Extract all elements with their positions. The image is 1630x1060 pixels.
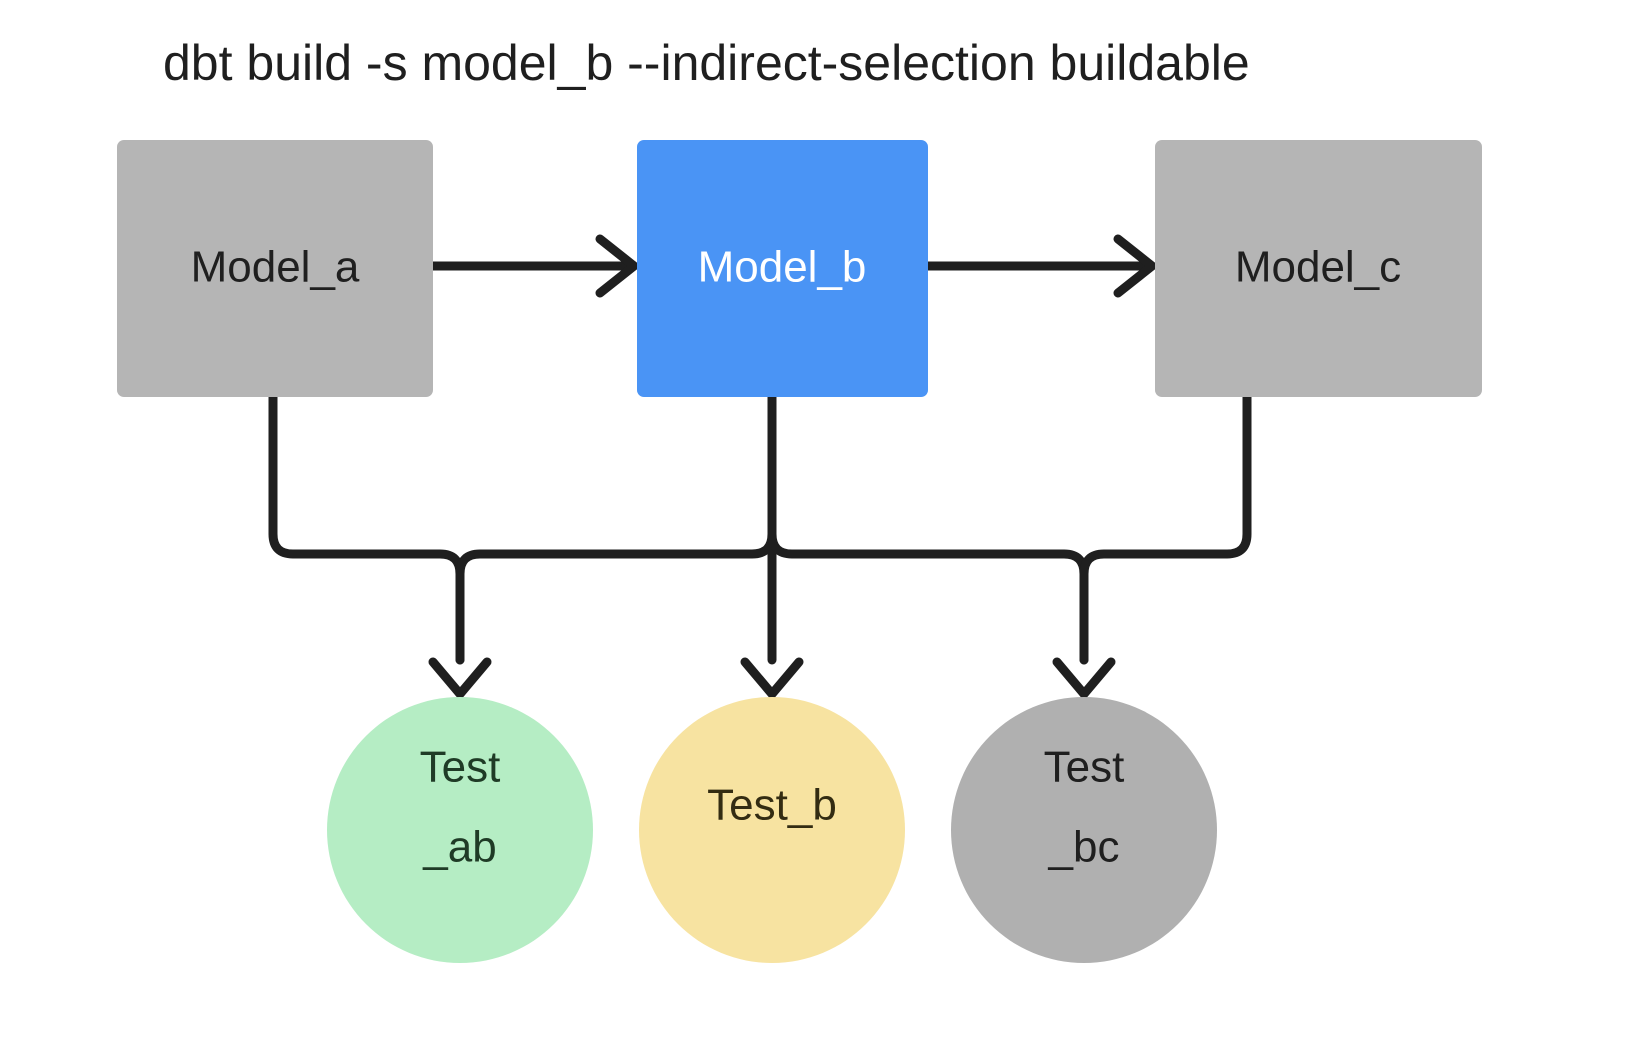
test-ab-label-line1: Test <box>420 743 501 792</box>
node-model-c[interactable]: Model_c <box>1155 140 1482 397</box>
edge-model-b-to-test-ab <box>455 392 777 665</box>
test-ab-circle[interactable] <box>327 697 593 963</box>
test-bc-label-line2: _bc <box>1048 823 1120 872</box>
diagram-title: dbt build -s model_b --indirect-selectio… <box>163 35 1250 91</box>
edge-model-c-to-test-bc <box>1052 392 1252 699</box>
node-test-ab[interactable]: Test _ab <box>327 697 593 963</box>
model-b-label: Model_b <box>698 243 867 292</box>
edge-model-b-to-model-c <box>923 234 1157 298</box>
model-b-box[interactable] <box>637 140 928 397</box>
test-b-label-line1: Test_b <box>707 781 837 830</box>
node-test-b[interactable]: Test_b <box>639 697 905 963</box>
edge-model-b-to-test-bc <box>767 392 1089 665</box>
test-bc-circle[interactable] <box>951 697 1217 963</box>
model-a-label: Model_a <box>191 243 360 292</box>
edge-model-a-to-model-b <box>428 234 639 298</box>
node-model-a[interactable]: Model_a <box>117 140 433 397</box>
test-ab-label-line2: _ab <box>422 823 496 872</box>
model-a-box[interactable] <box>117 140 433 397</box>
node-test-bc[interactable]: Test _bc <box>951 697 1217 963</box>
node-model-b[interactable]: Model_b <box>637 140 928 397</box>
model-c-box[interactable] <box>1155 140 1482 397</box>
model-c-label: Model_c <box>1235 243 1401 292</box>
test-bc-label-line1: Test <box>1044 743 1125 792</box>
edge-model-a-to-test-ab <box>268 392 492 699</box>
test-b-circle[interactable] <box>639 697 905 963</box>
